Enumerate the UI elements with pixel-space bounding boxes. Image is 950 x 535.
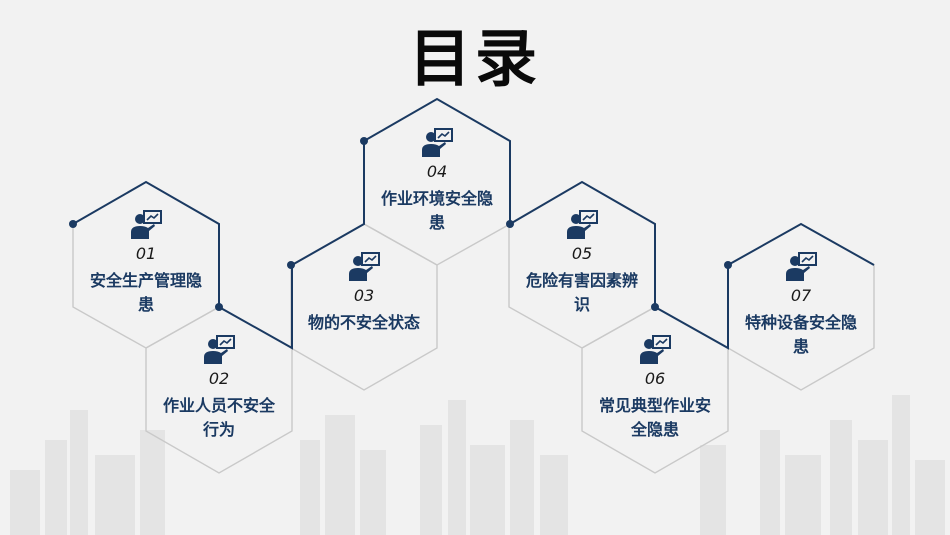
toc-item-number: 05 (571, 244, 593, 263)
toc-item-number: 04 (426, 162, 448, 181)
node-dot (215, 303, 223, 311)
toc-item-07[interactable]: 07 特种设备安全隐患 (731, 252, 871, 359)
toc-item-label: 特种设备安全隐患 (745, 313, 858, 356)
toc-item-label: 危险有害因素辨识 (526, 271, 639, 314)
navy-path-right (509, 180, 875, 350)
toc-item-number: 07 (790, 286, 812, 305)
toc-item-label: 安全生产管理隐患 (90, 271, 203, 314)
presenter-icon (76, 210, 216, 240)
presenter-icon (149, 335, 289, 365)
toc-item-number: 01 (135, 244, 157, 263)
presenter-icon (512, 210, 652, 240)
node-dot (69, 220, 77, 228)
node-dot (651, 303, 659, 311)
toc-item-02[interactable]: 02 作业人员不安全行为 (149, 335, 289, 442)
node-dot (724, 261, 732, 269)
node-dot (506, 220, 514, 228)
presenter-icon (731, 252, 871, 282)
toc-item-label: 作业环境安全隐患 (381, 189, 494, 232)
toc-item-label: 作业人员不安全行为 (163, 396, 276, 439)
toc-item-label: 常见典型作业安全隐患 (599, 396, 712, 439)
toc-item-number: 06 (644, 369, 666, 388)
toc-item-label: 物的不安全状态 (308, 313, 421, 332)
toc-item-03[interactable]: 03 物的不安全状态 (294, 252, 434, 335)
toc-item-01[interactable]: 01 安全生产管理隐患 (76, 210, 216, 317)
toc-item-05[interactable]: 05 危险有害因素辨识 (512, 210, 652, 317)
page-title: 目录 (408, 22, 541, 95)
toc-item-04[interactable]: 04 作业环境安全隐患 (367, 128, 507, 235)
toc-item-number: 03 (353, 286, 375, 305)
presenter-icon (294, 252, 434, 282)
node-dot (360, 137, 368, 145)
presenter-icon (367, 128, 507, 158)
presenter-icon (585, 335, 725, 365)
toc-item-06[interactable]: 06 常见典型作业安全隐患 (585, 335, 725, 442)
toc-item-number: 02 (208, 369, 230, 388)
node-dot (287, 261, 295, 269)
